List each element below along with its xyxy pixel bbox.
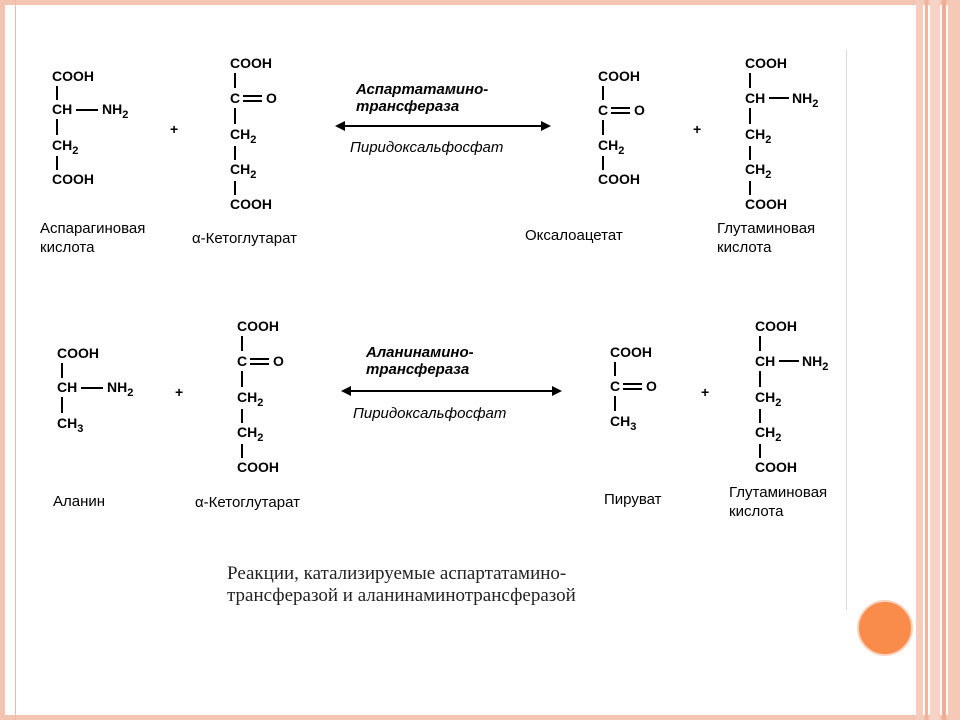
nh2-group: NH2 xyxy=(107,379,133,399)
glutamic-acid-label: Глутаминовая xyxy=(729,484,827,501)
cooh-group: COOH xyxy=(237,459,279,475)
alanine-molecule: COOH CH NH2 CH3 xyxy=(57,345,133,435)
c-atom: C xyxy=(598,102,608,118)
alpha-ketoglutarate-label: α-Кетоглутарат xyxy=(192,230,297,247)
ch2-group: CH2 xyxy=(237,424,263,444)
ch2-group: CH2 xyxy=(755,389,781,409)
glutamate-molecule: COOH CH NH2 CH2 CH2 COOH xyxy=(755,318,828,475)
cooh-group: COOH xyxy=(610,344,652,360)
cooh-group: COOH xyxy=(745,196,787,212)
ch2-group: CH2 xyxy=(598,137,624,157)
alpha-ketoglutarate-molecule: COOH C O CH2 CH2 COOH xyxy=(237,318,284,475)
ch2-group: CH2 xyxy=(745,126,771,146)
glutamic-acid-label: кислота xyxy=(717,239,772,256)
ch-group: CH xyxy=(57,379,77,395)
enzyme-name: трансфераза xyxy=(366,361,469,378)
glutamate-molecule: COOH CH NH2 CH2 CH2 COOH xyxy=(745,55,818,212)
frame-left-border xyxy=(0,0,5,720)
ch-group: CH xyxy=(745,90,765,106)
plus-sign: + xyxy=(701,384,709,400)
plus-sign: + xyxy=(170,121,178,137)
aspartic-acid-label: кислота xyxy=(40,239,95,256)
nh2-group: NH2 xyxy=(102,101,128,121)
cooh-group: COOH xyxy=(745,55,787,71)
oxaloacetate-molecule: COOH C O CH2 COOH xyxy=(598,68,645,187)
cooh-group: COOH xyxy=(230,196,272,212)
figure-caption: Реакции, катализируемые аспартатамино- xyxy=(227,563,566,584)
c-atom: C xyxy=(237,353,247,369)
orange-circle-decoration xyxy=(857,600,913,656)
figure-area xyxy=(20,48,848,613)
ch2-group: CH2 xyxy=(755,424,781,444)
c-atom: C xyxy=(610,378,620,394)
enzyme-name: Аспартатамино- xyxy=(355,81,488,98)
o-atom: O xyxy=(273,353,284,369)
nh2-group: NH2 xyxy=(792,90,818,110)
cooh-group: COOH xyxy=(755,459,797,475)
o-atom: O xyxy=(646,378,657,394)
cooh-group: COOH xyxy=(230,55,272,71)
cooh-group: COOH xyxy=(52,68,94,84)
glutamic-acid-label: Глутаминовая xyxy=(717,220,815,237)
figure-caption: трансферазой и аланинаминотрансферазой xyxy=(227,585,576,606)
glutamic-acid-label: кислота xyxy=(729,503,784,520)
ch3-group: CH3 xyxy=(610,413,636,433)
ch-group: CH xyxy=(755,353,775,369)
ch2-group: CH2 xyxy=(230,161,256,181)
enzyme-name: Аланинамино- xyxy=(365,344,474,361)
oxaloacetate-label: Оксалоацетат xyxy=(525,227,623,244)
ch3-group: CH3 xyxy=(57,415,83,435)
alpha-ketoglutarate-molecule: COOH C O CH2 CH2 COOH xyxy=(230,55,277,212)
frame-inner-line xyxy=(15,0,16,720)
figure-edge xyxy=(846,50,847,610)
plus-sign: + xyxy=(693,121,701,137)
cooh-group: COOH xyxy=(598,68,640,84)
pyruvate-molecule: COOH C O CH3 xyxy=(610,344,657,433)
cofactor-label: Пиридоксальфосфат xyxy=(353,405,506,422)
ch2-group: CH2 xyxy=(230,126,256,146)
ch2-group: CH2 xyxy=(237,389,263,409)
frame-top-border xyxy=(0,0,960,5)
cooh-group: COOH xyxy=(52,171,94,187)
cooh-group: COOH xyxy=(57,345,99,361)
cooh-group: COOH xyxy=(755,318,797,334)
cooh-group: COOH xyxy=(237,318,279,334)
c-atom: C xyxy=(230,90,240,106)
cooh-group: COOH xyxy=(598,171,640,187)
nh2-group: NH2 xyxy=(802,353,828,373)
enzyme-name: трансфераза xyxy=(356,98,459,115)
cofactor-label: Пиридоксальфосфат xyxy=(350,139,503,156)
alpha-ketoglutarate-label: α-Кетоглутарат xyxy=(195,494,300,511)
frame-bottom-border xyxy=(0,715,960,720)
alanine-label: Аланин xyxy=(53,493,105,510)
ch2-group: CH2 xyxy=(52,137,78,157)
o-atom: O xyxy=(266,90,277,106)
pyruvate-label: Пируват xyxy=(604,491,662,508)
plus-sign: + xyxy=(175,384,183,400)
ch-group: CH xyxy=(52,101,72,117)
o-atom: O xyxy=(634,102,645,118)
aspartate-molecule: COOH CH NH2 CH2 COOH xyxy=(52,68,128,187)
right-stripes xyxy=(916,0,960,720)
ch2-group: CH2 xyxy=(745,161,771,181)
aspartic-acid-label: Аспарагиновая xyxy=(40,220,145,237)
